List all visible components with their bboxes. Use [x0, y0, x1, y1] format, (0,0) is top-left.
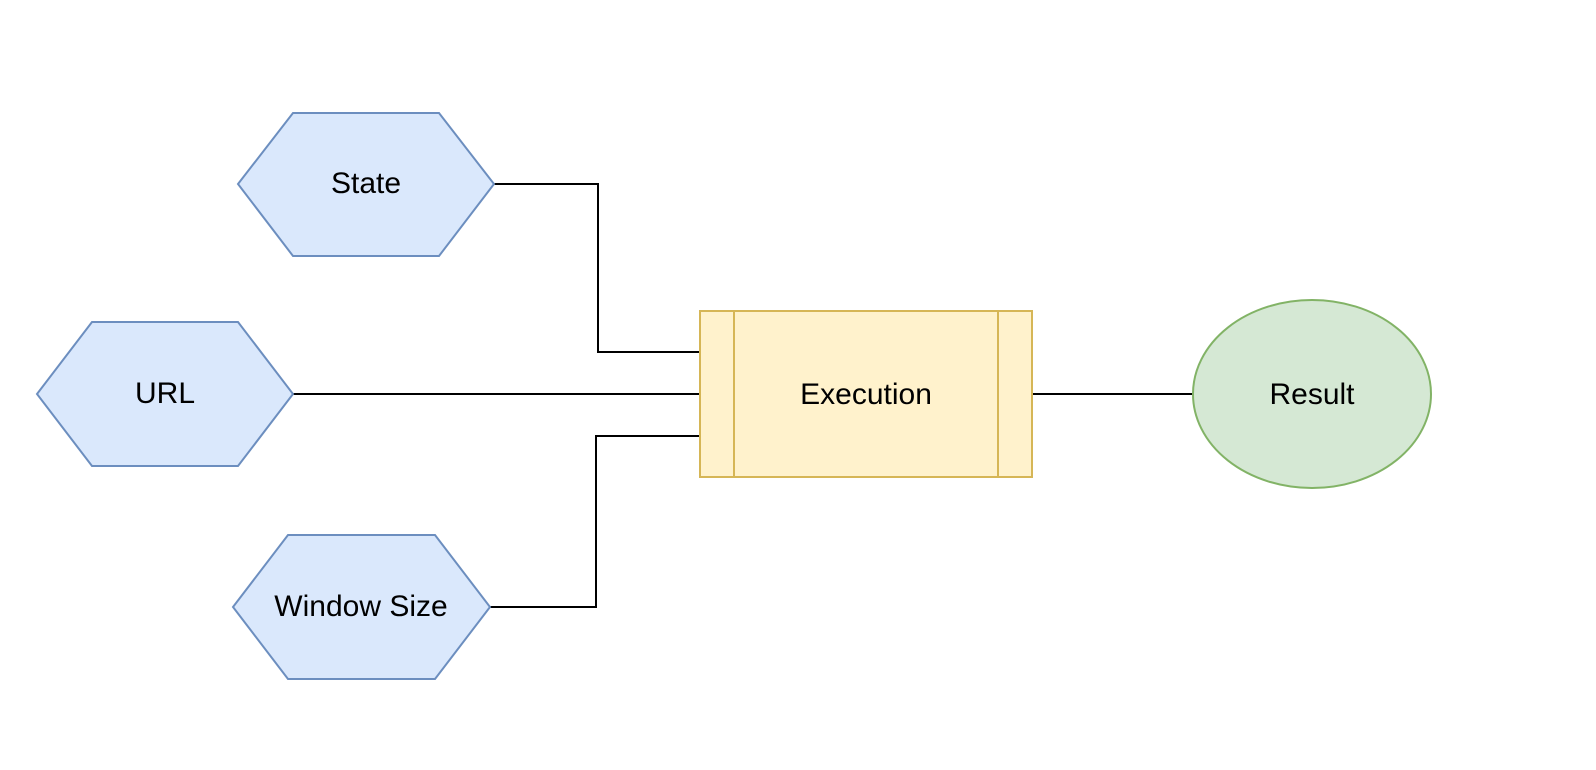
execution-box [699, 310, 1033, 478]
window-size-hexagon [231, 534, 492, 680]
edges [293, 183, 1208, 608]
window-size-label: Window Size [274, 590, 447, 623]
result-ellipse [1192, 299, 1432, 489]
node-url[interactable]: URL [35, 321, 295, 467]
edge-window-size-to-execution [490, 430, 714, 608]
node-state[interactable]: State [236, 112, 496, 257]
url-hexagon [35, 321, 295, 467]
node-result[interactable]: Result [1192, 299, 1432, 489]
state-label: State [331, 167, 401, 200]
node-window-size[interactable]: Window Size [231, 534, 492, 680]
edge-state-to-execution [494, 183, 714, 358]
execution-label: Execution [800, 378, 932, 411]
url-label: URL [135, 377, 195, 410]
node-execution[interactable]: Execution [699, 310, 1033, 478]
result-label: Result [1269, 378, 1355, 411]
state-hexagon [236, 112, 496, 257]
